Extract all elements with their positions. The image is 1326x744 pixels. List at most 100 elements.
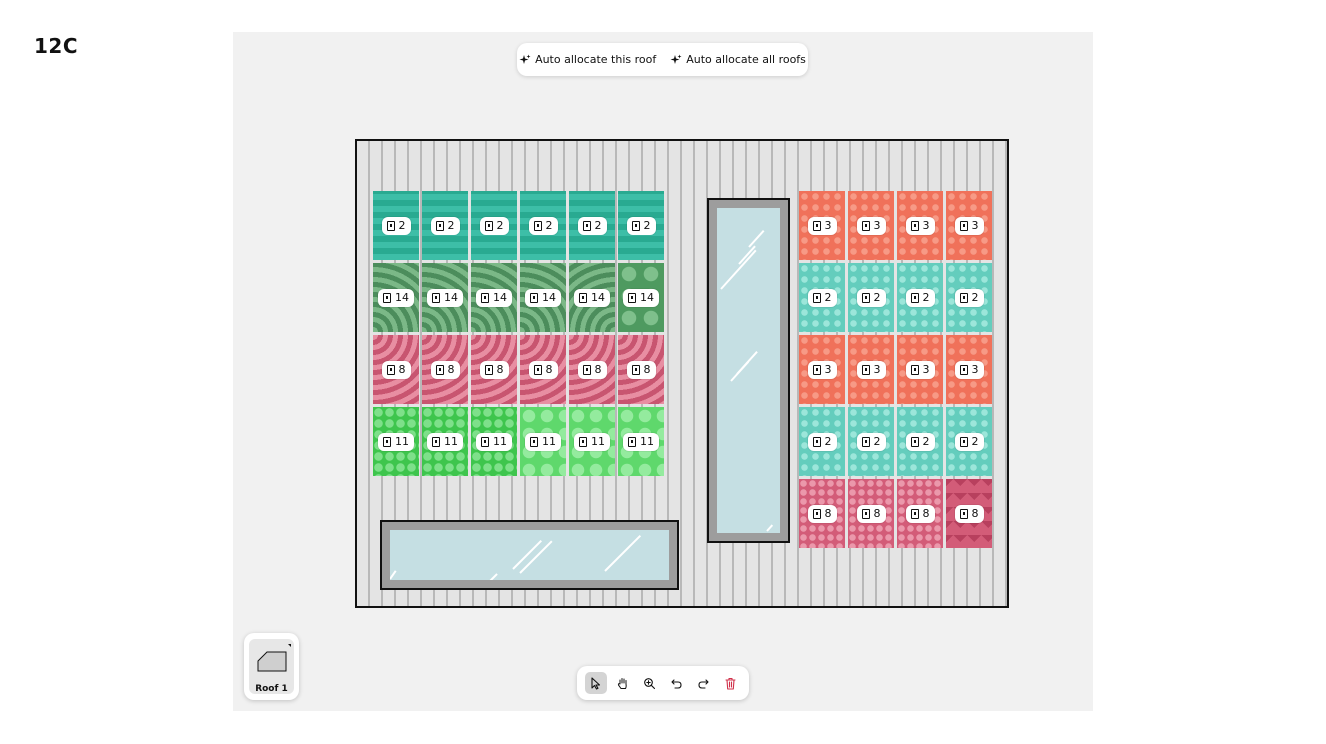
solar-panel[interactable]: 3 <box>799 191 845 260</box>
vertical-skylight[interactable] <box>707 198 790 543</box>
solar-panel[interactable]: 14 <box>520 263 566 332</box>
solar-panel[interactable]: 3 <box>946 191 992 260</box>
panel-string-number: 8 <box>594 362 602 376</box>
panel-icon <box>481 436 489 447</box>
solar-panel[interactable]: 8 <box>471 335 517 404</box>
panel-string-badge: 11 <box>525 432 561 451</box>
auto-allocate-this-roof-button[interactable]: Auto allocate this roof <box>519 53 656 66</box>
panel-string-number: 2 <box>594 218 602 232</box>
solar-panel[interactable]: 14 <box>422 263 468 332</box>
panel-string-badge: 3 <box>954 360 984 379</box>
panel-string-badge: 11 <box>427 432 463 451</box>
solar-panel[interactable]: 2 <box>569 191 615 260</box>
solar-panel[interactable]: 8 <box>618 335 664 404</box>
solar-panel[interactable]: 2 <box>848 263 894 332</box>
panel-icon <box>383 292 391 303</box>
solar-panel[interactable]: 14 <box>471 263 517 332</box>
panel-string-number: 11 <box>444 434 458 448</box>
auto-allocate-all-roofs-button[interactable]: Auto allocate all roofs <box>670 53 806 66</box>
pan-tool[interactable] <box>612 672 634 694</box>
solar-panel[interactable]: 11 <box>569 407 615 476</box>
panel-string-number: 2 <box>824 290 832 304</box>
panel-string-badge: 3 <box>905 360 935 379</box>
solar-panel[interactable]: 3 <box>799 335 845 404</box>
sparkle-icon <box>519 54 531 64</box>
panel-string-number: 2 <box>873 290 881 304</box>
undo-button[interactable] <box>666 672 688 694</box>
zoom-tool[interactable] <box>639 672 661 694</box>
cursor-icon <box>591 676 601 690</box>
solar-panel[interactable]: 8 <box>569 335 615 404</box>
solar-panel[interactable]: 8 <box>373 335 419 404</box>
auto-allocate-toolbar: Auto allocate this roof Auto allocate al… <box>517 43 808 76</box>
solar-panel[interactable]: 11 <box>471 407 517 476</box>
delete-button[interactable] <box>720 672 742 694</box>
solar-panel[interactable]: 8 <box>946 479 992 548</box>
panel-string-number: 8 <box>824 506 832 520</box>
horizontal-skylight[interactable] <box>380 520 679 590</box>
solar-panel[interactable]: 11 <box>520 407 566 476</box>
select-tool[interactable] <box>584 672 607 694</box>
solar-panel[interactable]: 2 <box>520 191 566 260</box>
panel-string-number: 2 <box>447 218 455 232</box>
panel-string-number: 3 <box>873 218 881 232</box>
panel-string-badge: 8 <box>528 360 558 379</box>
redo-button[interactable] <box>693 672 715 694</box>
panel-string-badge: 11 <box>623 432 659 451</box>
panel-icon <box>432 436 440 447</box>
solar-panel[interactable]: 2 <box>373 191 419 260</box>
solar-panel[interactable]: 2 <box>848 407 894 476</box>
panel-string-badge: 11 <box>378 432 414 451</box>
solar-panel[interactable]: 2 <box>799 407 845 476</box>
solar-panel[interactable]: 11 <box>373 407 419 476</box>
panel-icon <box>435 220 444 231</box>
solar-panel[interactable]: 3 <box>848 335 894 404</box>
panel-string-badge: 2 <box>528 216 558 235</box>
solar-panel[interactable]: 3 <box>897 335 943 404</box>
panel-icon <box>959 364 968 375</box>
panel-string-number: 8 <box>643 362 651 376</box>
solar-panel[interactable]: 14 <box>373 263 419 332</box>
solar-panel[interactable]: 2 <box>799 263 845 332</box>
solar-panel[interactable]: 14 <box>569 263 615 332</box>
solar-panel[interactable]: 11 <box>618 407 664 476</box>
solar-panel[interactable]: 11 <box>422 407 468 476</box>
solar-panel[interactable]: 2 <box>897 263 943 332</box>
panel-string-number: 2 <box>545 218 553 232</box>
solar-panel[interactable]: 2 <box>897 407 943 476</box>
solar-panel[interactable]: 3 <box>897 191 943 260</box>
solar-panel[interactable]: 2 <box>422 191 468 260</box>
solar-panel[interactable]: 14 <box>618 263 664 332</box>
panel-icon <box>530 436 538 447</box>
solar-panel[interactable]: 8 <box>520 335 566 404</box>
solar-panel[interactable]: 2 <box>946 263 992 332</box>
panel-string-number: 8 <box>496 362 504 376</box>
panel-string-badge: 2 <box>954 288 984 307</box>
panel-string-badge: 14 <box>525 288 561 307</box>
solar-panel[interactable]: 8 <box>848 479 894 548</box>
panel-string-number: 2 <box>873 434 881 448</box>
roof-selector-card[interactable]: Roof 1 <box>244 633 299 700</box>
panel-string-number: 2 <box>496 218 504 232</box>
solar-panel[interactable]: 8 <box>897 479 943 548</box>
panel-string-badge: 8 <box>479 360 509 379</box>
solar-panel[interactable]: 3 <box>848 191 894 260</box>
panel-icon <box>812 220 821 231</box>
panel-icon <box>959 436 968 447</box>
solar-panel[interactable]: 2 <box>618 191 664 260</box>
panel-string-badge: 14 <box>427 288 463 307</box>
solar-panel[interactable]: 8 <box>422 335 468 404</box>
solar-panel[interactable]: 2 <box>946 407 992 476</box>
panel-string-number: 2 <box>922 290 930 304</box>
panel-string-badge: 2 <box>856 432 886 451</box>
solar-panel[interactable]: 2 <box>471 191 517 260</box>
panel-string-number: 8 <box>971 506 979 520</box>
solar-panel[interactable]: 3 <box>946 335 992 404</box>
solar-panel[interactable]: 8 <box>799 479 845 548</box>
panel-icon <box>582 220 591 231</box>
panel-string-number: 8 <box>873 506 881 520</box>
panel-string-badge: 8 <box>577 360 607 379</box>
panel-string-number: 11 <box>493 434 507 448</box>
panel-icon <box>812 508 821 519</box>
